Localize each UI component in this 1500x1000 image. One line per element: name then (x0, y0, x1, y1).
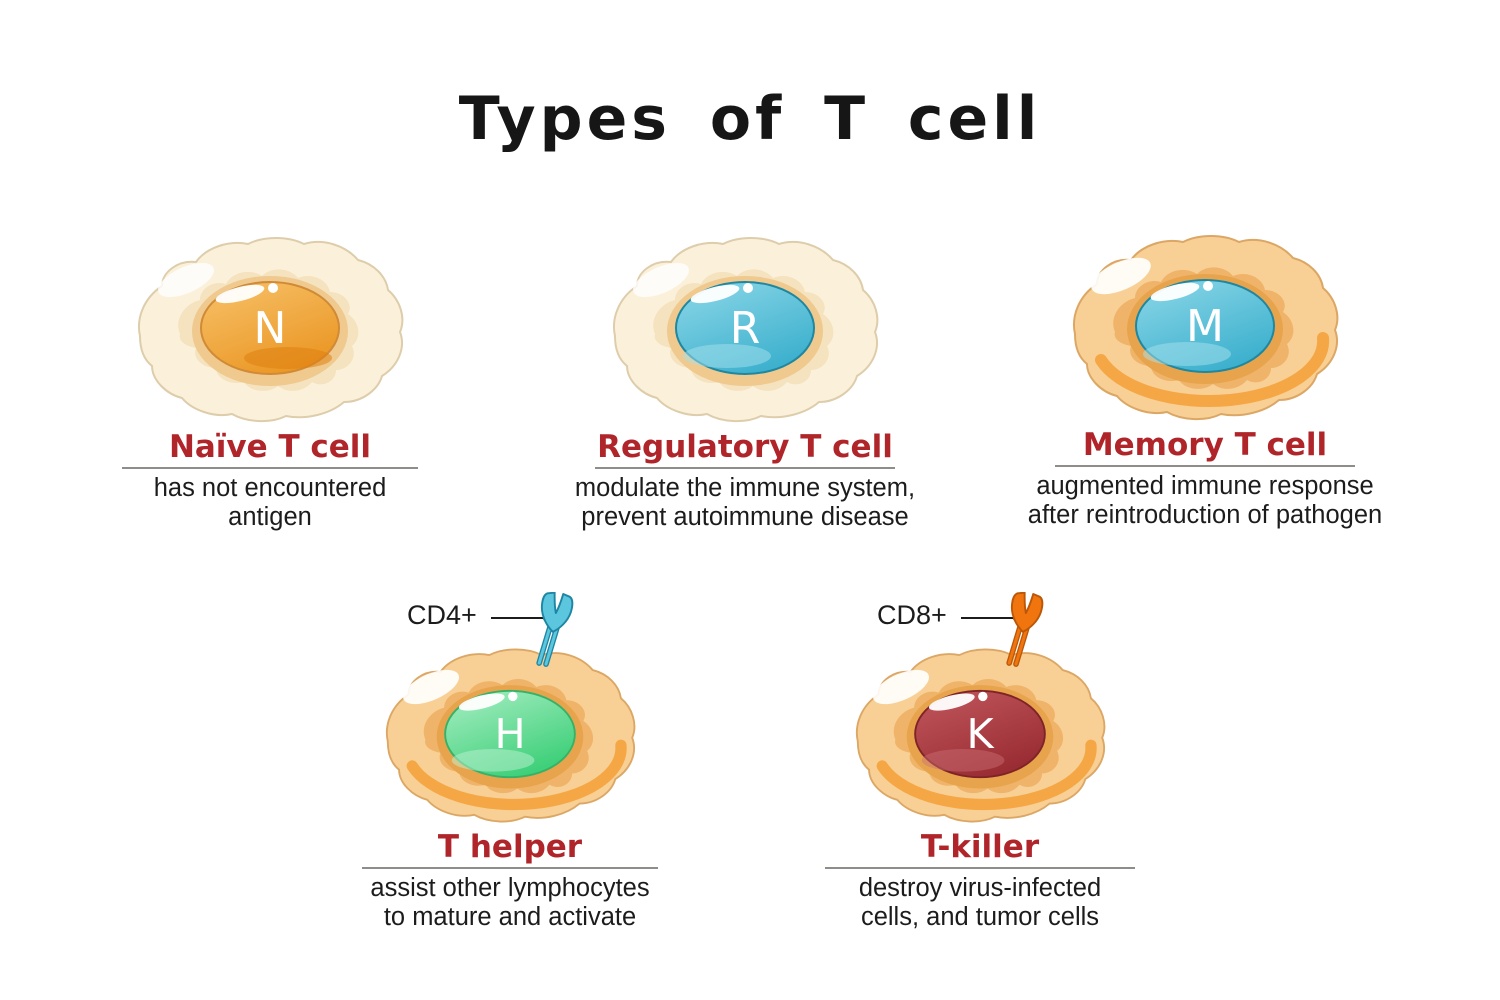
cell-description: assist other lymphocytes to mature and a… (345, 874, 675, 932)
memory-t-cell-group: M Memory T cell augmented immune respons… (985, 226, 1425, 530)
t-helper-group: CD4+ H T he (345, 592, 675, 932)
nucleus-highlight-dot (508, 691, 518, 702)
cell-highlight (873, 669, 930, 705)
heading-underline (825, 867, 1135, 870)
nucleus-sheen (921, 749, 1005, 772)
nucleus-shade (244, 347, 332, 369)
nucleus-highlight (928, 693, 975, 711)
naive-cell-graphic: N (138, 237, 404, 422)
heading-underline (1055, 465, 1355, 468)
nucleus-highlight-dot (978, 691, 988, 702)
nucleus-highlight-dot (743, 283, 753, 293)
cell-rim-shade (406, 739, 627, 811)
cd8-receptor-icon (1006, 592, 1044, 667)
cell-heading: T-killer (920, 829, 1040, 865)
cell-desc-line: cells, and tumor cells (860, 903, 1100, 932)
cell-rim-shade (1095, 332, 1330, 408)
cell-rim-shade (876, 739, 1097, 811)
cell-highlight (633, 262, 689, 298)
cell-highlight (1091, 257, 1151, 295)
cd4-receptor-icon (536, 592, 574, 667)
cell-description: has not encountered antigen (95, 474, 445, 532)
heading-underline (122, 467, 418, 470)
regulatory-cell-graphic: R (613, 237, 879, 422)
heading-underline (595, 467, 895, 470)
cell-heading: T helper (437, 829, 583, 865)
cell-desc-line: prevent autoimmune disease (581, 503, 909, 532)
nucleus-letter: H (494, 710, 525, 758)
nucleus-highlight (458, 693, 505, 711)
cell-description: modulate the immune system, prevent auto… (535, 474, 955, 532)
nucleus-sheen (1143, 342, 1231, 366)
heading-underline (362, 867, 658, 870)
regulatory-t-cell-group: R Regulatory T cell modulate the immune … (535, 228, 955, 532)
diagram-title: Types of T cell (458, 84, 1042, 154)
cell-description: augmented immune response after reintrod… (985, 472, 1425, 530)
cell-heading: Naïve T cell (168, 429, 372, 465)
cd8-pointer-line (961, 617, 1017, 619)
cell-desc-line: after reintroduction of pathogen (1027, 501, 1383, 530)
nucleus-highlight-dot (268, 283, 278, 293)
cell-heading: Memory T cell (1082, 427, 1328, 463)
cd4-pointer-line (491, 617, 547, 619)
nucleus-letter: N (254, 303, 287, 354)
t-killer-cell-graphic: K (855, 648, 1106, 823)
cd8-receptor-row: CD8+ (815, 592, 1145, 667)
cell-desc-line: has not encountered (153, 474, 387, 503)
t-killer-group: CD8+ K T-ki (815, 592, 1145, 932)
nucleus-highlight (215, 284, 265, 304)
nucleus-sheen (683, 344, 771, 368)
nucleus-highlight (690, 284, 740, 304)
nucleus-highlight (1150, 282, 1200, 302)
nucleus-letter: R (730, 303, 761, 354)
cell-desc-line: antigen (228, 503, 312, 532)
nucleus-letter: M (1186, 301, 1224, 352)
cell-desc-line: assist other lymphocytes (370, 874, 650, 903)
memory-cell-graphic: M (1073, 235, 1339, 420)
cell-heading: Regulatory T cell (597, 429, 893, 465)
cell-desc-line: modulate the immune system, (574, 474, 916, 503)
cell-highlight (158, 262, 214, 298)
nucleus-letter: K (966, 710, 994, 758)
naive-t-cell-group: N Naïve T cell has not encountered antig… (95, 228, 445, 532)
cell-desc-line: destroy virus-infected (858, 874, 1102, 903)
cell-description: destroy virus-infected cells, and tumor … (815, 874, 1145, 932)
cd8-label: CD8+ (877, 600, 947, 630)
nucleus (914, 689, 1046, 779)
cell-highlight (403, 669, 460, 705)
cell-desc-line: augmented immune response (1036, 472, 1374, 501)
t-helper-cell-graphic: H (385, 648, 636, 823)
cd4-receptor-row: CD4+ (345, 592, 675, 667)
cd4-label: CD4+ (407, 600, 477, 630)
nucleus-highlight-dot (1203, 281, 1213, 291)
nucleus-sheen (451, 749, 535, 772)
cell-desc-line: to mature and activate (383, 903, 637, 932)
